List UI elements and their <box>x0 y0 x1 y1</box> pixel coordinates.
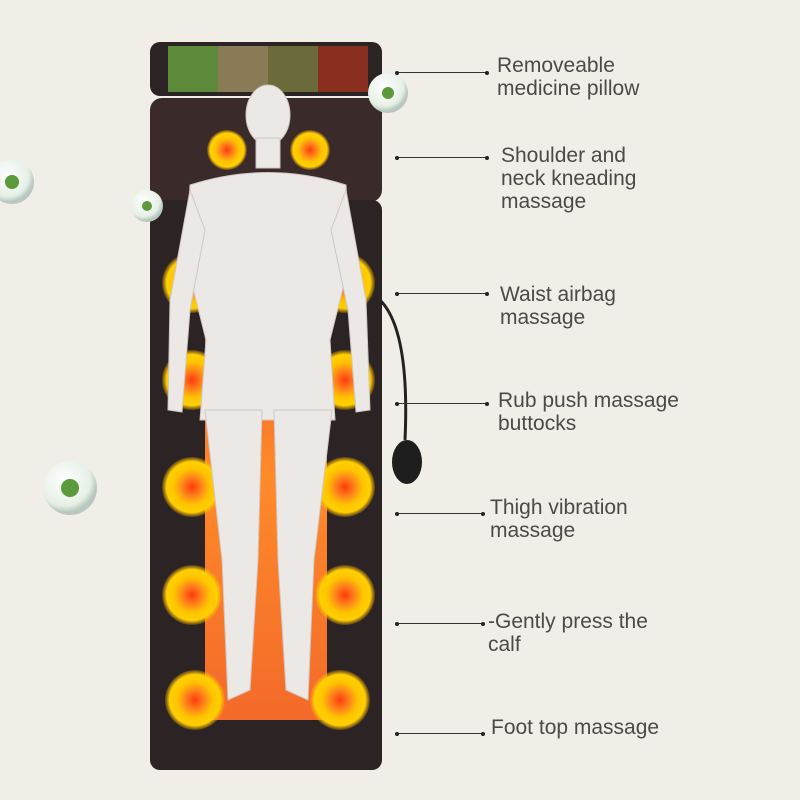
leader-line <box>395 401 489 406</box>
callout-label: Shoulder and neck kneading massage <box>501 144 637 213</box>
leader-line <box>395 291 489 296</box>
air-pump-bulb-icon <box>378 298 422 484</box>
massage-node-icon <box>315 565 375 625</box>
leader-line <box>395 70 489 75</box>
callout-label: Waist airbag massage <box>500 283 616 329</box>
massage-node-icon <box>310 670 370 730</box>
callout-label: Thigh vibration massage <box>490 496 628 542</box>
callout-label: Rub push massage buttocks <box>498 389 679 435</box>
massage-node-icon <box>315 457 375 517</box>
leader-line <box>395 155 489 160</box>
leader-line <box>395 731 485 736</box>
human-figure <box>167 84 371 701</box>
massage-node-icon <box>165 670 225 730</box>
massage-node-icon <box>207 130 247 170</box>
callout-label: Removeable medicine pillow <box>497 54 640 100</box>
pillow <box>150 42 382 96</box>
herb-bubble-icon <box>0 73 408 515</box>
leader-line <box>395 511 485 516</box>
massage-node-icon <box>162 565 222 625</box>
massage-node-icon <box>290 130 330 170</box>
massage-node-icon <box>162 457 222 517</box>
leader-line <box>395 621 485 626</box>
callout-label: -Gently press the calf <box>488 610 648 656</box>
callout-label: Foot top massage <box>491 716 660 739</box>
